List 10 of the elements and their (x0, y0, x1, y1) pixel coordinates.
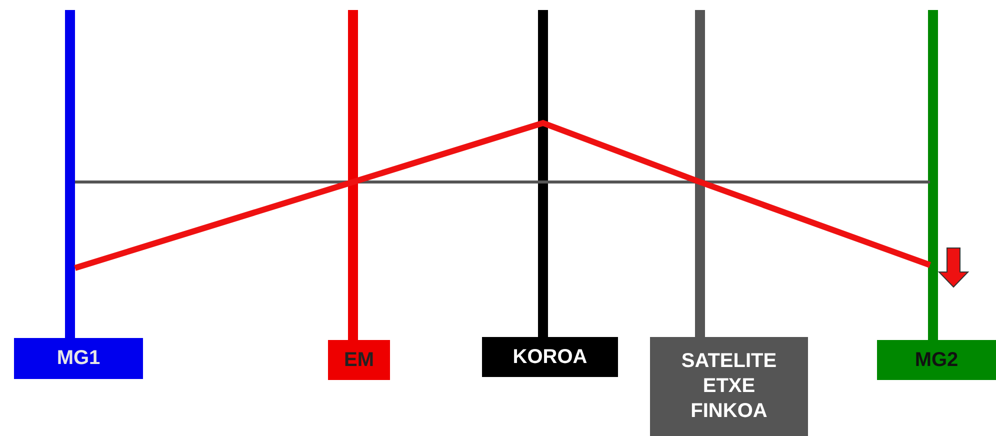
axis-label-box (482, 337, 618, 377)
axis-label: EM (344, 348, 374, 372)
axis-label-box (14, 338, 143, 379)
axis-label: KOROA (512, 344, 588, 370)
axis-label: MG2 (914, 348, 958, 372)
axis-label-box (877, 340, 996, 380)
axis-label-box (650, 337, 808, 436)
axis-label: MG1 (56, 346, 100, 371)
axis-label: SATELITE ETXE FINKOA (680, 349, 778, 424)
axis-label-box (328, 340, 390, 380)
